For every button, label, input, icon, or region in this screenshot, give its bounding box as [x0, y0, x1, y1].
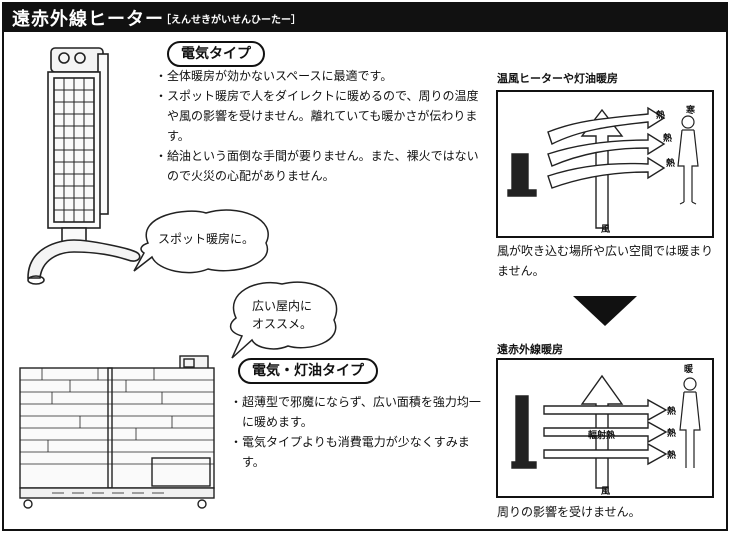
speech-bubble-indoor	[229, 281, 338, 359]
heat-label-2: 熱	[663, 134, 673, 144]
tower-heater-illustration	[27, 47, 141, 285]
wind-label-top: 風	[601, 225, 611, 235]
heat-label-5: 熱	[667, 429, 677, 439]
bubble-text-spot: スポット暖房に。	[157, 232, 254, 246]
comparison-bottom-caption: 周りの影響を受けません。	[497, 505, 641, 519]
heat-label-1: 熱	[656, 111, 666, 121]
bubble-text-indoor-2: オススメ。	[251, 317, 312, 331]
bubble-text-indoor-1: 広い屋内に	[251, 299, 312, 313]
section-title-reading: ［えんせきがいせんひーたー］	[161, 15, 301, 26]
bullet-item: 電気タイプよりも消費電力が少なくすみます。	[230, 432, 482, 472]
electric-type-badge: 電気タイプ	[167, 41, 265, 67]
bullet-item: スポット暖房で人をダイレクトに暖めるので、周りの温度や風の影響を受けません。離れ…	[155, 86, 479, 146]
comparison-top-title: 温風ヒーターや灯油暖房	[497, 72, 618, 85]
comparison-top-caption: 風が吹き込む場所や広い空間では暖まりません。	[497, 244, 714, 278]
heat-label-6: 熱	[667, 451, 677, 461]
comparison-bottom-panel	[496, 358, 714, 498]
section-title: 遠赤外線ヒーター	[12, 9, 164, 30]
down-arrow-icon	[573, 296, 637, 326]
comparison-bottom-title: 遠赤外線暖房	[497, 343, 563, 356]
speech-bubble-spot	[133, 209, 269, 274]
comparison-top-panel	[496, 90, 714, 238]
section-header: 遠赤外線ヒーター ［えんせきがいせんひーたー］	[2, 2, 728, 32]
kerosene-type-bullets: 超薄型で邪魔にならず、広い面積を強力均一に暖めます。 電気タイプよりも消費電力が…	[230, 392, 482, 472]
panel-heater-illustration	[19, 355, 215, 509]
radiant-diagram	[511, 374, 701, 489]
warm-label: 暖	[684, 365, 694, 375]
heat-label-4: 熱	[667, 407, 677, 417]
heat-label-3: 熱	[666, 159, 676, 169]
electric-type-bullets: 全体暖房が効かないスペースに最適です。 スポット暖房で人をダイレクトに暖めるので…	[155, 66, 479, 186]
kerosene-type-badge: 電気・灯油タイプ	[238, 358, 378, 384]
bullet-item: 給油という面倒な手間が要りません。また、裸火ではないので火災の心配がありません。	[155, 146, 479, 186]
wind-label-bottom: 風	[601, 487, 611, 497]
convection-diagram	[507, 106, 699, 229]
bullet-item: 全体暖房が効かないスペースに最適です。	[155, 66, 479, 86]
radiant-heat-label: 輻射熱	[588, 431, 616, 441]
bullet-item: 超薄型で邪魔にならず、広い面積を強力均一に暖めます。	[230, 392, 482, 432]
cold-label: 寒	[686, 106, 696, 116]
